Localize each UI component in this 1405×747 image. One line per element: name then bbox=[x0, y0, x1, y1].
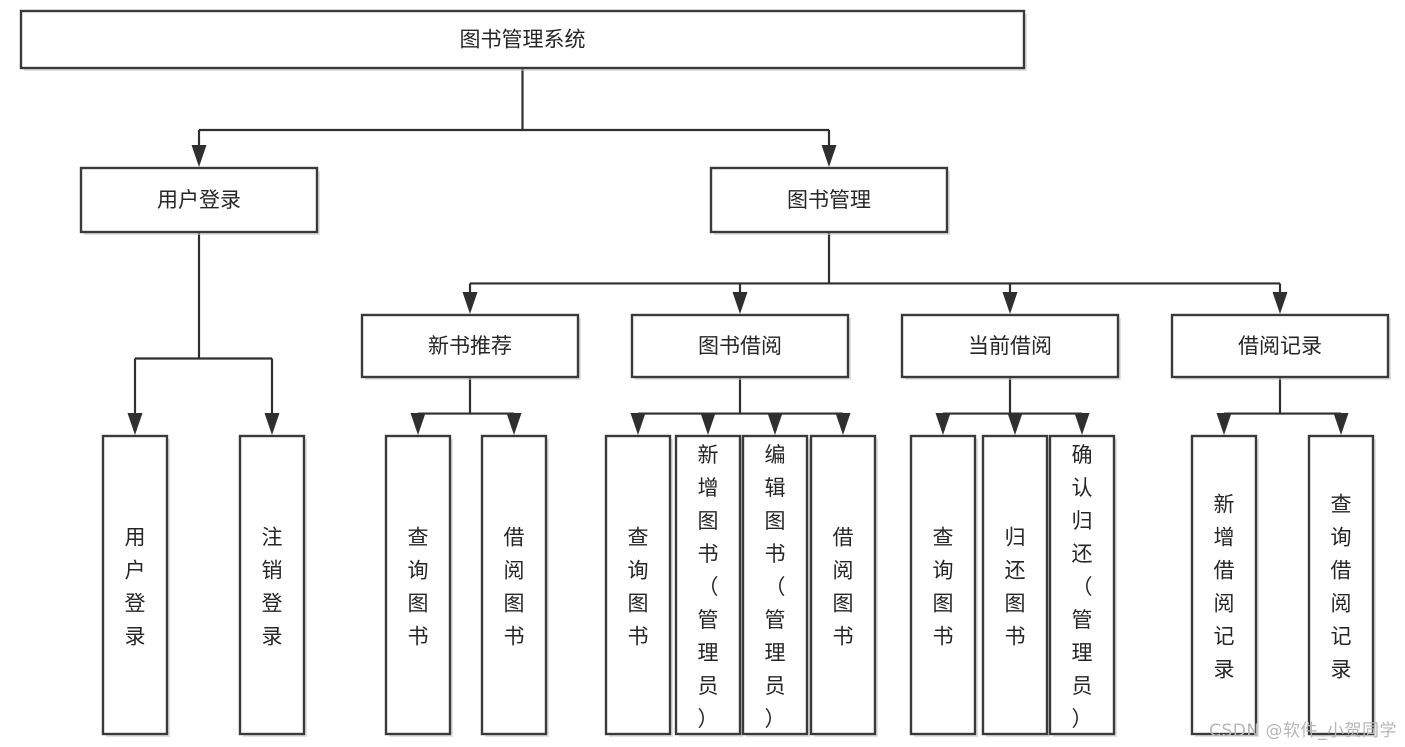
node-box[interactable] bbox=[1170, 313, 1390, 379]
connector-group-root bbox=[191, 68, 837, 167]
node-leaf-user-login[interactable]: 用户登录 bbox=[101, 434, 170, 737]
connector-group-book-borrow bbox=[630, 377, 851, 435]
node-user-login[interactable]: 用户登录 bbox=[79, 166, 320, 235]
node-box[interactable] bbox=[604, 434, 672, 736]
connector-group-borrow-record bbox=[1216, 377, 1349, 435]
node-label: 当前借阅 bbox=[968, 334, 1052, 358]
node-label: 查询图书 bbox=[408, 526, 429, 649]
node-label: 用户登录 bbox=[157, 188, 241, 212]
node-label: 新增图书（管理员） bbox=[698, 443, 719, 731]
node-label: 注销登录 bbox=[262, 526, 283, 649]
node-label: 借阅记录 bbox=[1238, 334, 1322, 358]
node-box[interactable] bbox=[900, 313, 1120, 379]
node-label: 归还图书 bbox=[1005, 526, 1026, 649]
node-label: 查询图书 bbox=[628, 526, 649, 649]
node-leaf-add-borrow-record[interactable]: 新增借阅记录 bbox=[1190, 434, 1259, 737]
node-leaf-borrow-book[interactable]: 借阅图书 bbox=[809, 434, 878, 737]
node-label: 图书管理系统 bbox=[460, 28, 586, 52]
node-box[interactable] bbox=[674, 434, 742, 736]
connector-group-user-login bbox=[127, 232, 280, 435]
node-root[interactable]: 图书管理系统 bbox=[19, 9, 1027, 71]
node-box[interactable] bbox=[1048, 434, 1116, 736]
node-book-manage[interactable]: 图书管理 bbox=[709, 166, 950, 235]
connector-group-current-borrow bbox=[935, 377, 1090, 435]
node-borrow-record[interactable]: 借阅记录 bbox=[1170, 313, 1391, 380]
node-label: 新增借阅记录 bbox=[1214, 493, 1235, 682]
node-new-book-recommend[interactable]: 新书推荐 bbox=[360, 313, 581, 380]
connector-group-book-manage bbox=[462, 232, 1288, 314]
node-label: 用户登录 bbox=[125, 526, 146, 649]
node-leaf-query-book-borrow[interactable]: 查询图书 bbox=[604, 434, 673, 737]
node-label: 查询借阅记录 bbox=[1331, 493, 1352, 682]
node-leaf-return-book[interactable]: 归还图书 bbox=[981, 434, 1050, 737]
node-box[interactable] bbox=[1190, 434, 1258, 736]
node-label: 借阅图书 bbox=[504, 526, 525, 649]
node-leaf-borrow-book-rec[interactable]: 借阅图书 bbox=[480, 434, 549, 737]
node-box[interactable] bbox=[741, 434, 809, 736]
node-label: 图书管理 bbox=[787, 188, 871, 212]
node-leaf-user-logout[interactable]: 注销登录 bbox=[238, 434, 307, 737]
node-label: 图书借阅 bbox=[698, 334, 782, 358]
node-box[interactable] bbox=[101, 434, 169, 736]
node-leaf-query-book-rec[interactable]: 查询图书 bbox=[384, 434, 453, 737]
connector-layer bbox=[127, 68, 1349, 435]
node-leaf-edit-book-admin[interactable]: 编辑图书（管理员） bbox=[741, 434, 810, 737]
node-label: 编辑图书（管理员） bbox=[765, 443, 786, 731]
connector-group-new-book-recommend bbox=[410, 377, 522, 435]
node-box[interactable] bbox=[709, 166, 949, 234]
node-box[interactable] bbox=[809, 434, 877, 736]
node-box[interactable] bbox=[480, 434, 548, 736]
node-box[interactable] bbox=[79, 166, 319, 234]
node-label: 借阅图书 bbox=[833, 526, 854, 649]
node-label: 查询图书 bbox=[933, 526, 954, 649]
node-box[interactable] bbox=[1307, 434, 1375, 736]
node-box[interactable] bbox=[384, 434, 452, 736]
node-current-borrow[interactable]: 当前借阅 bbox=[900, 313, 1121, 380]
node-box[interactable] bbox=[909, 434, 977, 736]
node-leaf-query-borrow-record[interactable]: 查询借阅记录 bbox=[1307, 434, 1376, 737]
node-box[interactable] bbox=[630, 313, 850, 379]
node-label: 确认归还（管理员） bbox=[1072, 443, 1093, 731]
node-box[interactable] bbox=[360, 313, 580, 379]
node-book-borrow[interactable]: 图书借阅 bbox=[630, 313, 851, 380]
node-label: 新书推荐 bbox=[428, 334, 512, 358]
node-leaf-confirm-return-admin[interactable]: 确认归还（管理员） bbox=[1048, 434, 1117, 737]
node-layer: 图书管理系统用户登录图书管理新书推荐图书借阅当前借阅借阅记录用户登录注销登录查询… bbox=[19, 9, 1391, 737]
node-leaf-query-book-cur[interactable]: 查询图书 bbox=[909, 434, 978, 737]
node-box[interactable] bbox=[238, 434, 306, 736]
node-box[interactable] bbox=[981, 434, 1049, 736]
node-box[interactable] bbox=[19, 9, 1026, 70]
node-leaf-add-book-admin[interactable]: 新增图书（管理员） bbox=[674, 434, 743, 737]
